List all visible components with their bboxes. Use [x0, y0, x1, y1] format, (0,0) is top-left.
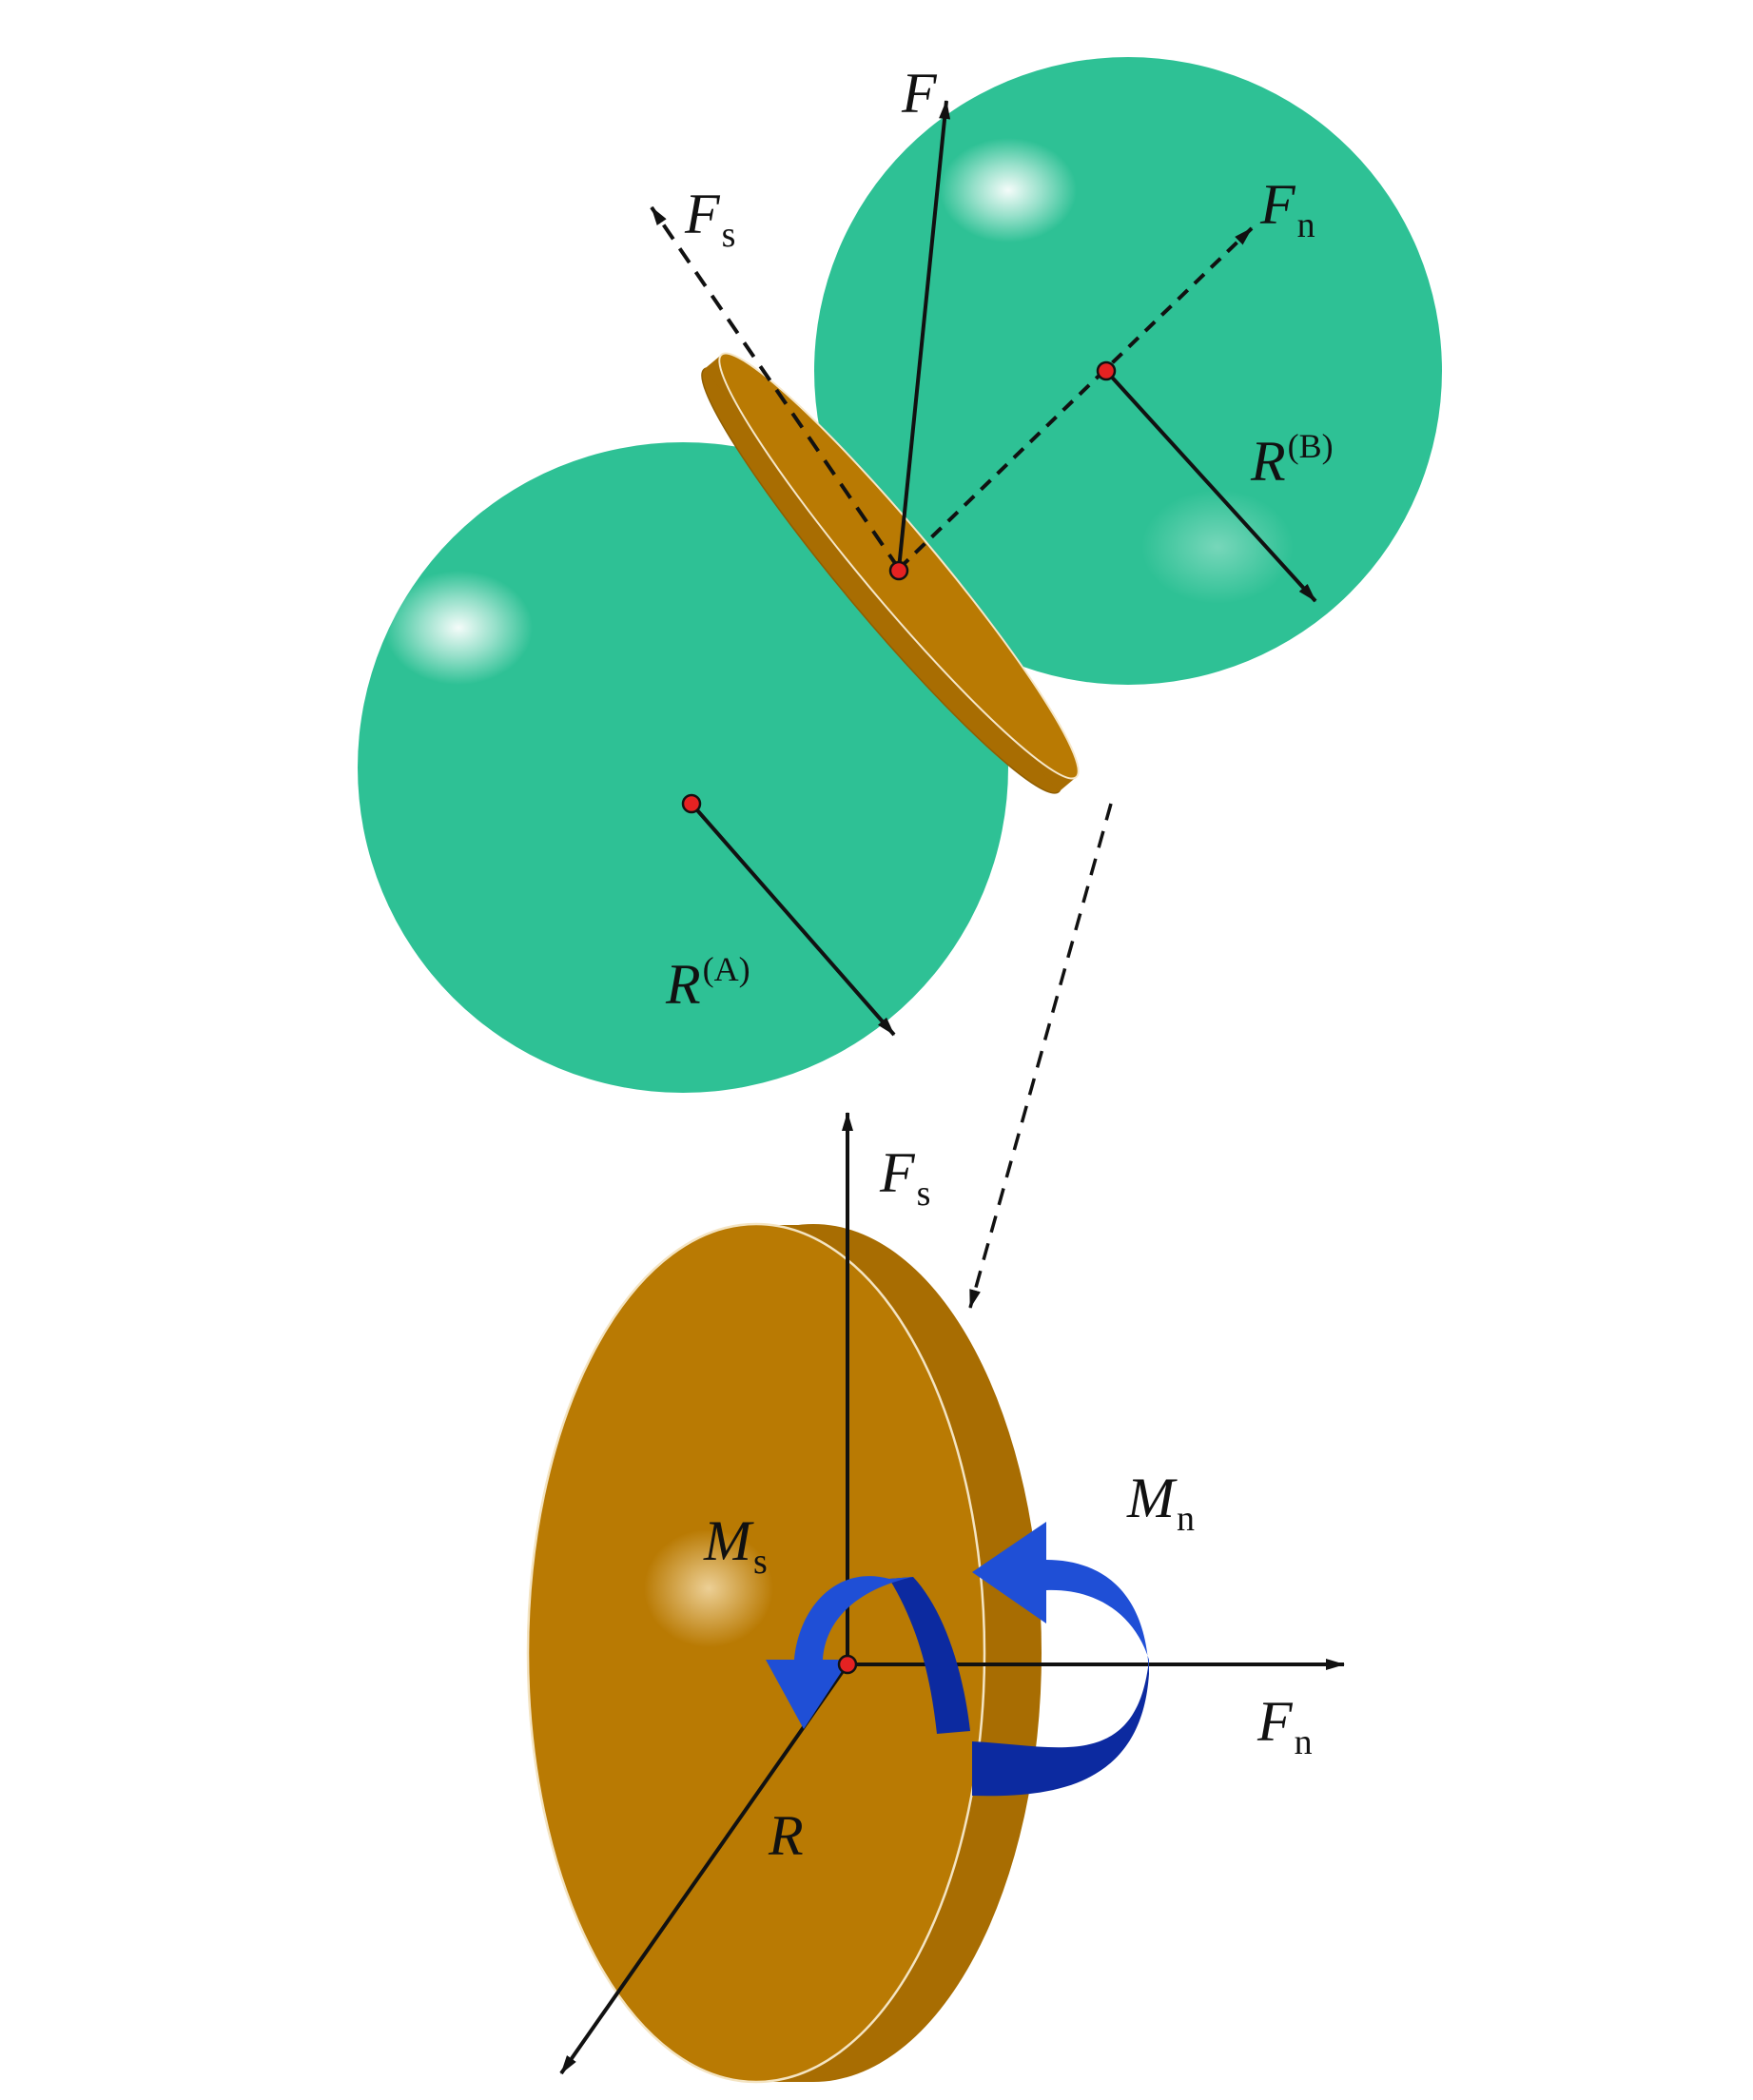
radius-axis-R-arrow: [559, 1662, 849, 2075]
label-Fn-top: Fn: [1259, 173, 1315, 245]
label-RB: R(B): [1250, 427, 1334, 493]
sphere-a-highlight: [384, 571, 533, 685]
label-Ms: Ms: [703, 1509, 768, 1582]
sphere-b-soft-highlight: [1141, 490, 1294, 604]
radius-RA-arrow: [690, 802, 896, 1037]
label-R: R: [768, 1804, 804, 1867]
reference-points: [681, 360, 1117, 1675]
moment-Ms-arrow: [766, 1576, 970, 1734]
label-Fs-top: Fs: [684, 183, 735, 255]
moment-Mn-arrow: [972, 1522, 1149, 1797]
sphere-b: [814, 57, 1442, 685]
label-Fn-bottom: Fn: [1256, 1690, 1313, 1762]
disk-center: [837, 1654, 858, 1675]
contact-point: [888, 560, 909, 581]
sphere-b-highlight: [940, 138, 1077, 243]
contact-disk-bottom: [526, 1222, 1042, 2084]
normal-force-Fn-arrow: [897, 226, 1254, 571]
sphere-b-center: [1096, 360, 1117, 381]
sphere-a-center: [681, 793, 702, 814]
label-Fs-bottom: Fs: [879, 1141, 930, 1214]
top-vectors: [650, 100, 1317, 1309]
force-F-arrow: [897, 100, 951, 570]
label-F: F: [901, 62, 938, 125]
radius-RB-arrow: [1104, 369, 1317, 603]
disk-highlight: [644, 1529, 773, 1647]
label-RA: R(A): [665, 950, 750, 1016]
label-Mn: Mn: [1126, 1467, 1195, 1539]
shear-force-Fs-arrow: [650, 205, 901, 571]
zoom-dashed-arrow: [968, 803, 1113, 1309]
sphere-a: [358, 442, 1008, 1093]
